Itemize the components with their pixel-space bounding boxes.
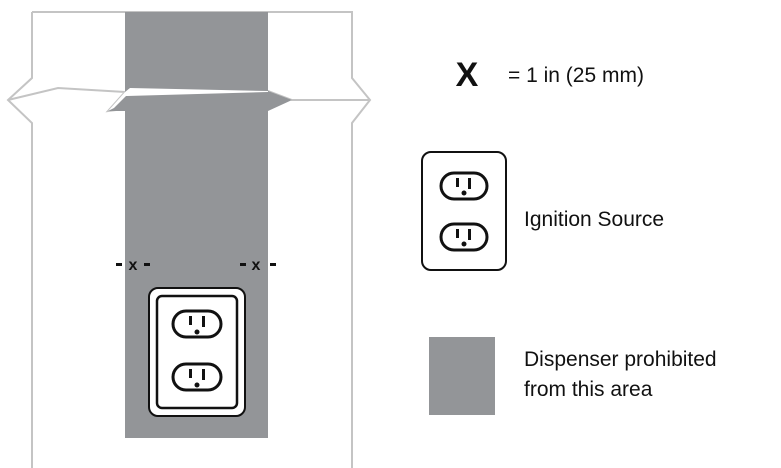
wall-outline: [32, 11, 372, 468]
distance-marker-left: x: [116, 257, 150, 274]
legend-ignition-label: Ignition Source: [524, 208, 664, 231]
wall-outline-left: [6, 12, 33, 468]
legend-x-definition: = 1 in (25 mm): [508, 64, 644, 87]
legend-prohibited-swatch: [429, 337, 495, 415]
legend-x-symbol: X: [456, 56, 479, 94]
legend-outlet-icon: [421, 151, 507, 271]
legend: X = 1 in (25 mm) Ignition Source Dispens…: [421, 56, 717, 415]
outlet-receptacle-top-icon: [171, 309, 223, 339]
legend-prohibited-label-line1: Dispenser prohibited: [524, 348, 717, 371]
wall-break-gap: [108, 88, 268, 111]
distance-marker-right: x: [240, 257, 276, 274]
marker-label-right: x: [252, 257, 261, 274]
marker-label-left: x: [129, 257, 138, 274]
legend-prohibited-label-line2: from this area: [524, 378, 653, 401]
wall-outlet-icon: [148, 287, 246, 417]
outlet-receptacle-bottom-icon: [171, 362, 223, 392]
